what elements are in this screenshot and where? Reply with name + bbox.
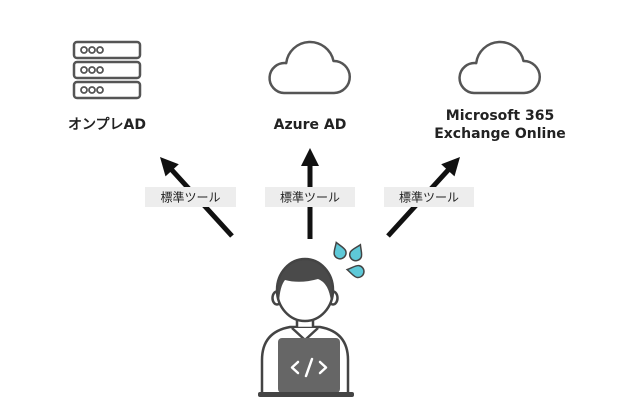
edge-label-background [145,187,236,207]
edge-label-background [384,187,474,207]
cloud-icon [268,40,352,95]
node-label-m365-line2: Exchange Online [434,126,566,142]
node-label-onprem-ad: オンプレAD [68,117,146,133]
laptop-base [258,392,354,397]
node-label-m365-line1: Microsoft 365 [446,108,554,124]
head-outline [275,257,335,323]
edge-label-text: 標準ツール [280,190,340,205]
sweat-drop [345,264,365,279]
node-onprem-ad: オンプレAD [68,40,146,133]
cloud-icon [458,40,542,95]
node-label-azure-ad: Azure AD [274,117,347,133]
sweat-drops-icon [333,241,365,279]
sweat-drop [333,241,347,260]
node-m365-exchange-online: Microsoft 365 Exchange Online [434,40,566,142]
edge-label-azure: 標準ツール [265,187,355,207]
server-unit [72,60,142,80]
edge-label-m365: 標準ツール [384,187,474,207]
sweat-drop [349,243,363,262]
edge-label-text: 標準ツール [399,190,459,205]
arrow-head [441,157,460,177]
server-unit [72,80,142,100]
arrow-head [160,157,179,177]
developer-icon [258,241,365,397]
server-icon [72,40,142,100]
code-icon [290,357,328,378]
server-unit [72,40,142,60]
edge-label-onprem: 標準ツール [145,187,236,207]
node-azure-ad: Azure AD [268,40,352,133]
laptop [258,338,354,397]
edge-label-background [265,187,355,207]
arrow-head [301,148,319,166]
edge-label-text: 標準ツール [160,190,220,205]
